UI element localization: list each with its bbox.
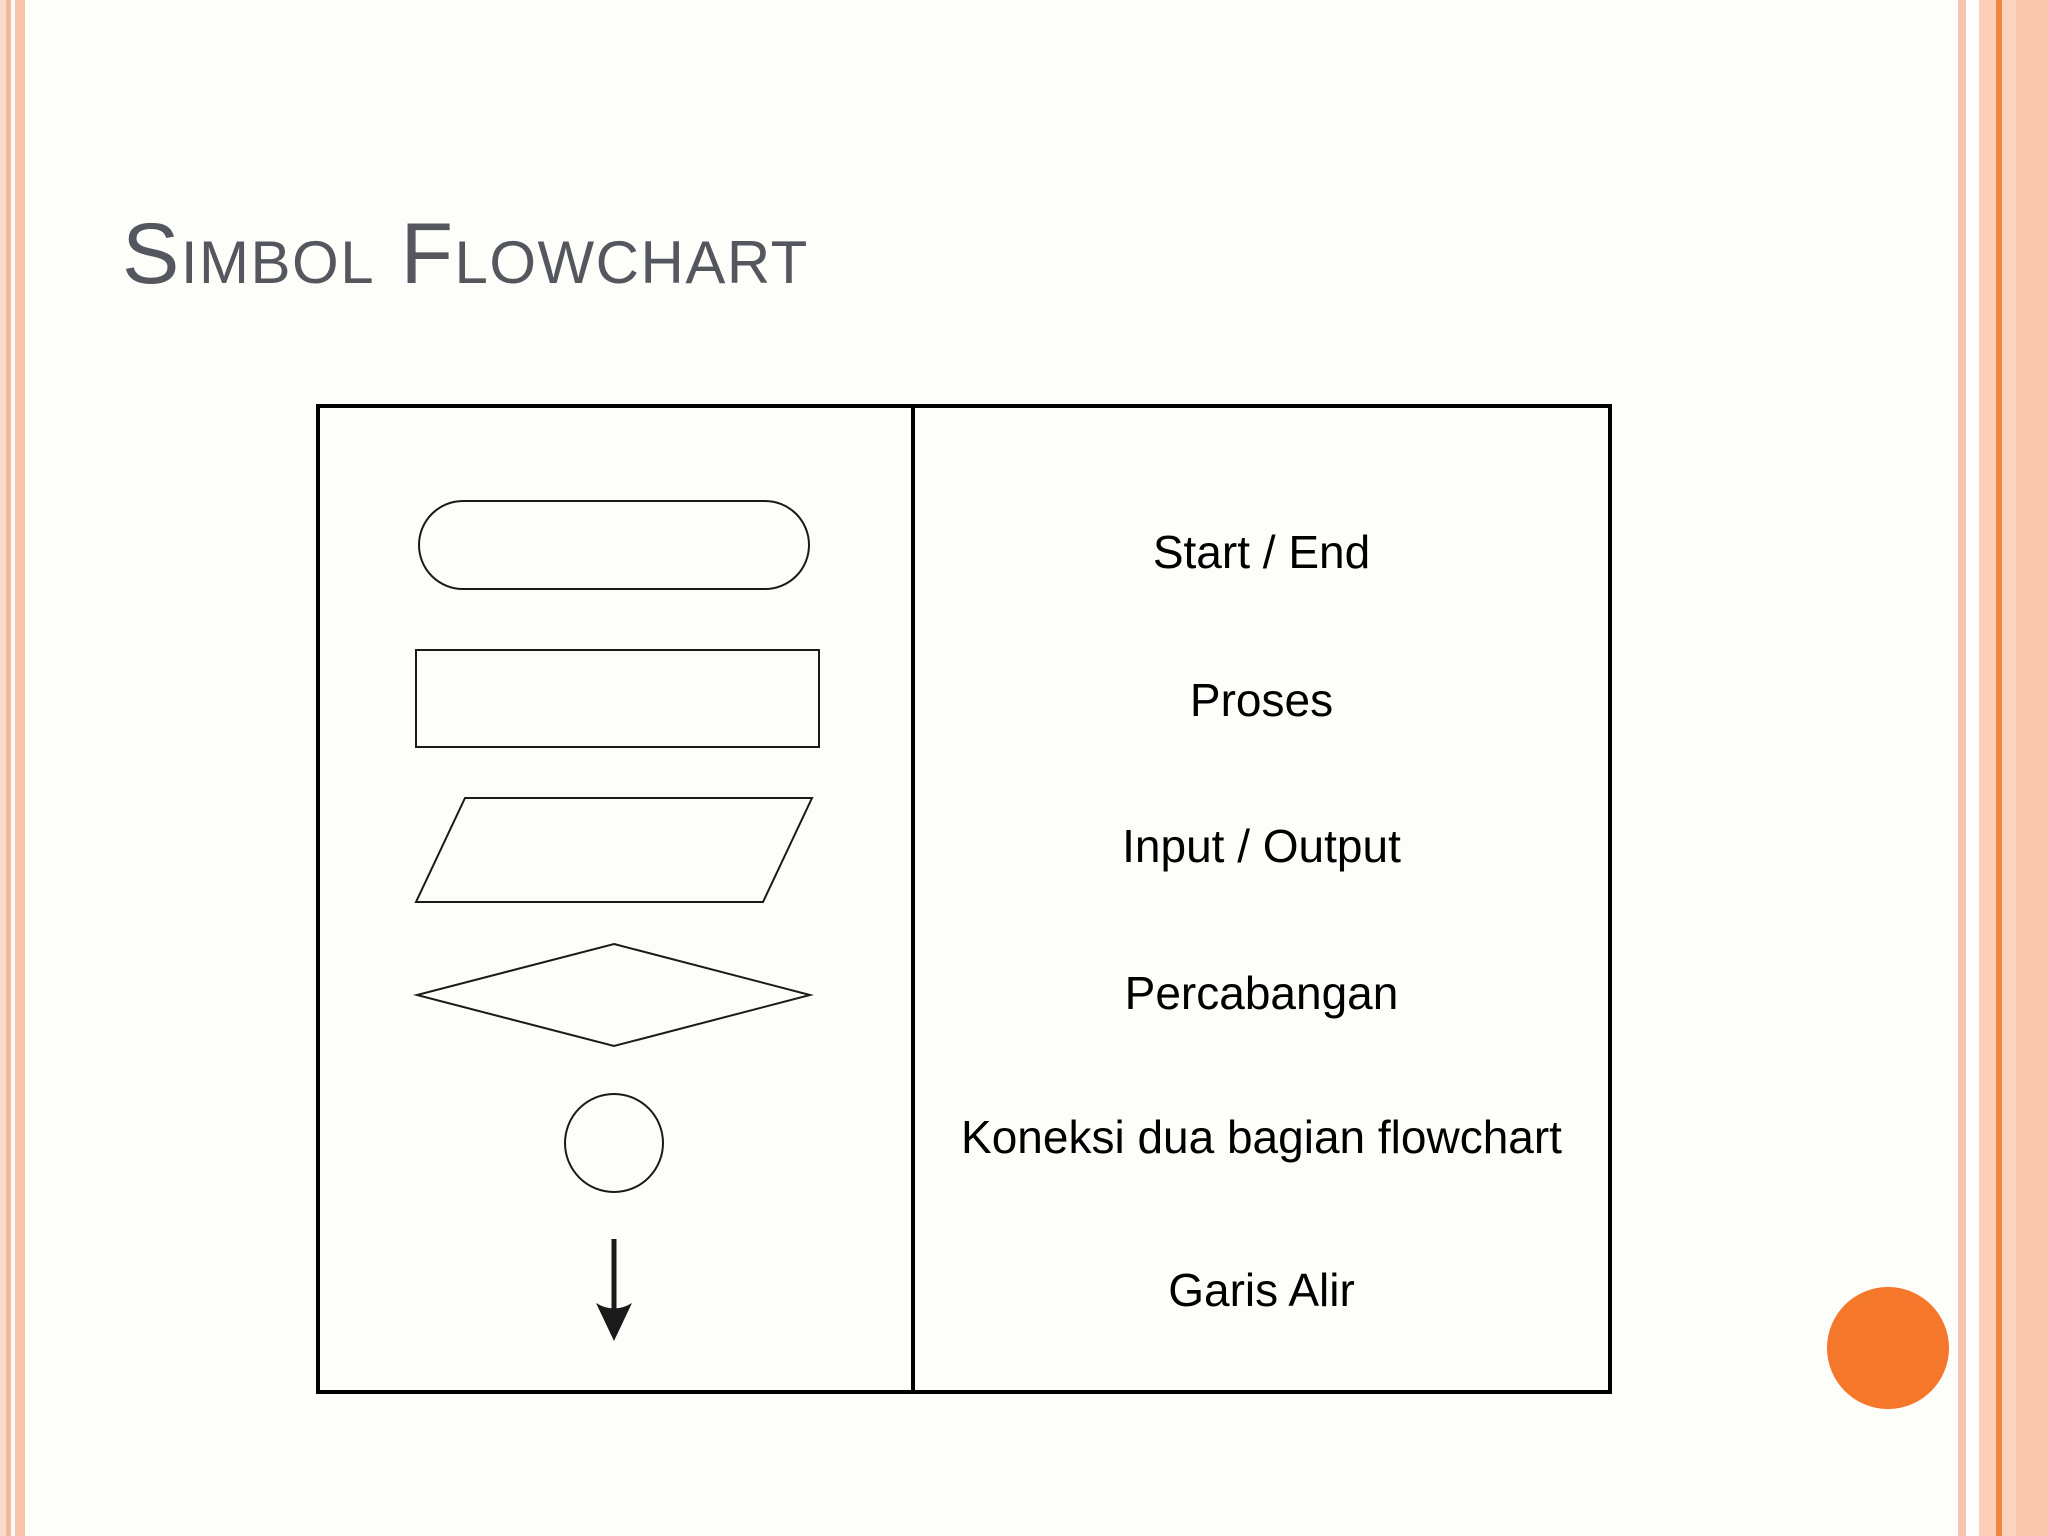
right-stripe-gap xyxy=(1966,0,1979,1536)
process-shape-icon xyxy=(415,649,820,748)
page-title: Simbol Flowchart xyxy=(122,206,809,302)
symbol-label-koneksi: Koneksi dua bagian flowchart xyxy=(961,1111,1562,1163)
right-stripe-1 xyxy=(1958,0,1966,1536)
flowchart-symbol-table: Start / End Proses Input / Output Percab… xyxy=(316,404,1612,1394)
right-stripe-3 xyxy=(2002,0,2016,1536)
input-output-shape-icon xyxy=(414,797,814,903)
decorative-orange-circle xyxy=(1827,1287,1949,1409)
symbol-label-proses: Proses xyxy=(1189,674,1334,726)
left-stripe-3 xyxy=(15,0,25,1536)
symbol-label-start-end: Start / End xyxy=(1152,526,1371,578)
left-stripe-2 xyxy=(6,0,11,1536)
symbol-label-input-output: Input / Output xyxy=(1122,820,1401,872)
left-stripe-1 xyxy=(0,0,6,1536)
left-stripe-gap xyxy=(11,0,15,1536)
terminator-shape-icon xyxy=(418,500,810,590)
table-column-divider xyxy=(911,408,915,1390)
right-stripe-orange-line xyxy=(1996,0,2002,1536)
symbol-label-garis-alir: Garis Alir xyxy=(1168,1264,1355,1316)
flow-line-arrow-icon xyxy=(596,1239,632,1341)
decision-shape-icon xyxy=(413,942,814,1048)
symbol-label-percabangan: Percabangan xyxy=(1124,967,1399,1019)
connector-shape-icon xyxy=(564,1093,664,1193)
right-stripe-2 xyxy=(1979,0,1996,1536)
right-stripe-4 xyxy=(2016,0,2048,1536)
